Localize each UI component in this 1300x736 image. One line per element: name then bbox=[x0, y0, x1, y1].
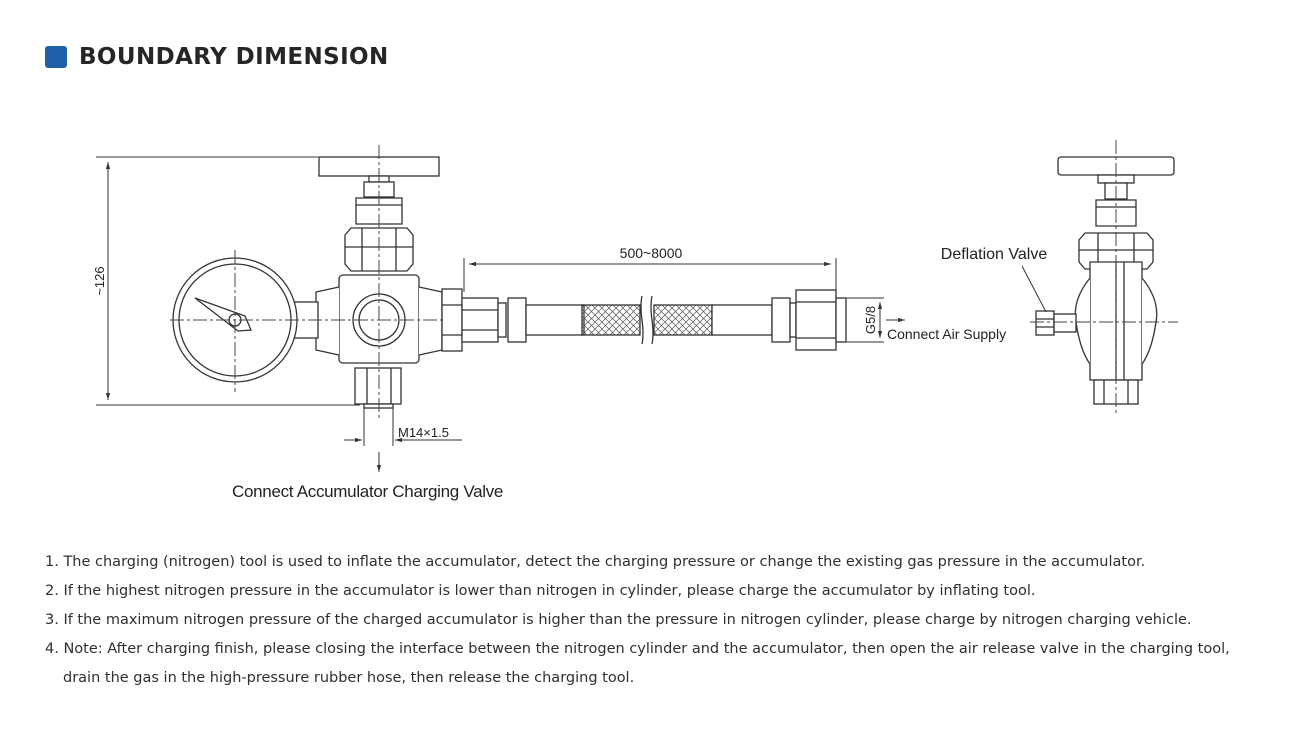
note-item: 1. The charging (nitrogen) tool is used … bbox=[45, 554, 1146, 570]
high-pressure-hose bbox=[525, 289, 847, 351]
m-thread-label: M14×1.5 bbox=[398, 425, 449, 440]
note-item: 3. If the maximum nitrogen pressure of t… bbox=[45, 612, 1192, 628]
page-title: BOUNDARY DIMENSION bbox=[79, 44, 389, 70]
left-valve-assembly bbox=[172, 156, 527, 409]
g-thread-label: G5/8 bbox=[863, 306, 878, 334]
hose-length-label: 500~8000 bbox=[620, 245, 683, 261]
connect-valve-label: Connect Accumulator Charging Valve bbox=[232, 482, 503, 501]
right-valve-assembly bbox=[1035, 156, 1175, 405]
note-item-continued: drain the gas in the high-pressure rubbe… bbox=[63, 670, 635, 686]
technical-drawing: ~126 500~8000 Deflation Valve G5/8 Conne… bbox=[92, 140, 1178, 501]
header-square-icon bbox=[45, 46, 67, 68]
note-item: 2. If the highest nitrogen pressure in t… bbox=[45, 583, 1036, 599]
notes-list: 1. The charging (nitrogen) tool is used … bbox=[45, 548, 1255, 693]
height-dimension-label: ~126 bbox=[92, 266, 107, 295]
deflation-valve bbox=[1035, 310, 1055, 336]
deflation-valve-label: Deflation Valve bbox=[941, 246, 1048, 263]
section-header: BOUNDARY DIMENSION bbox=[45, 43, 389, 71]
note-item: 4. Note: After charging finish, please c… bbox=[45, 641, 1230, 657]
connect-air-supply-label: Connect Air Supply bbox=[887, 326, 1006, 342]
